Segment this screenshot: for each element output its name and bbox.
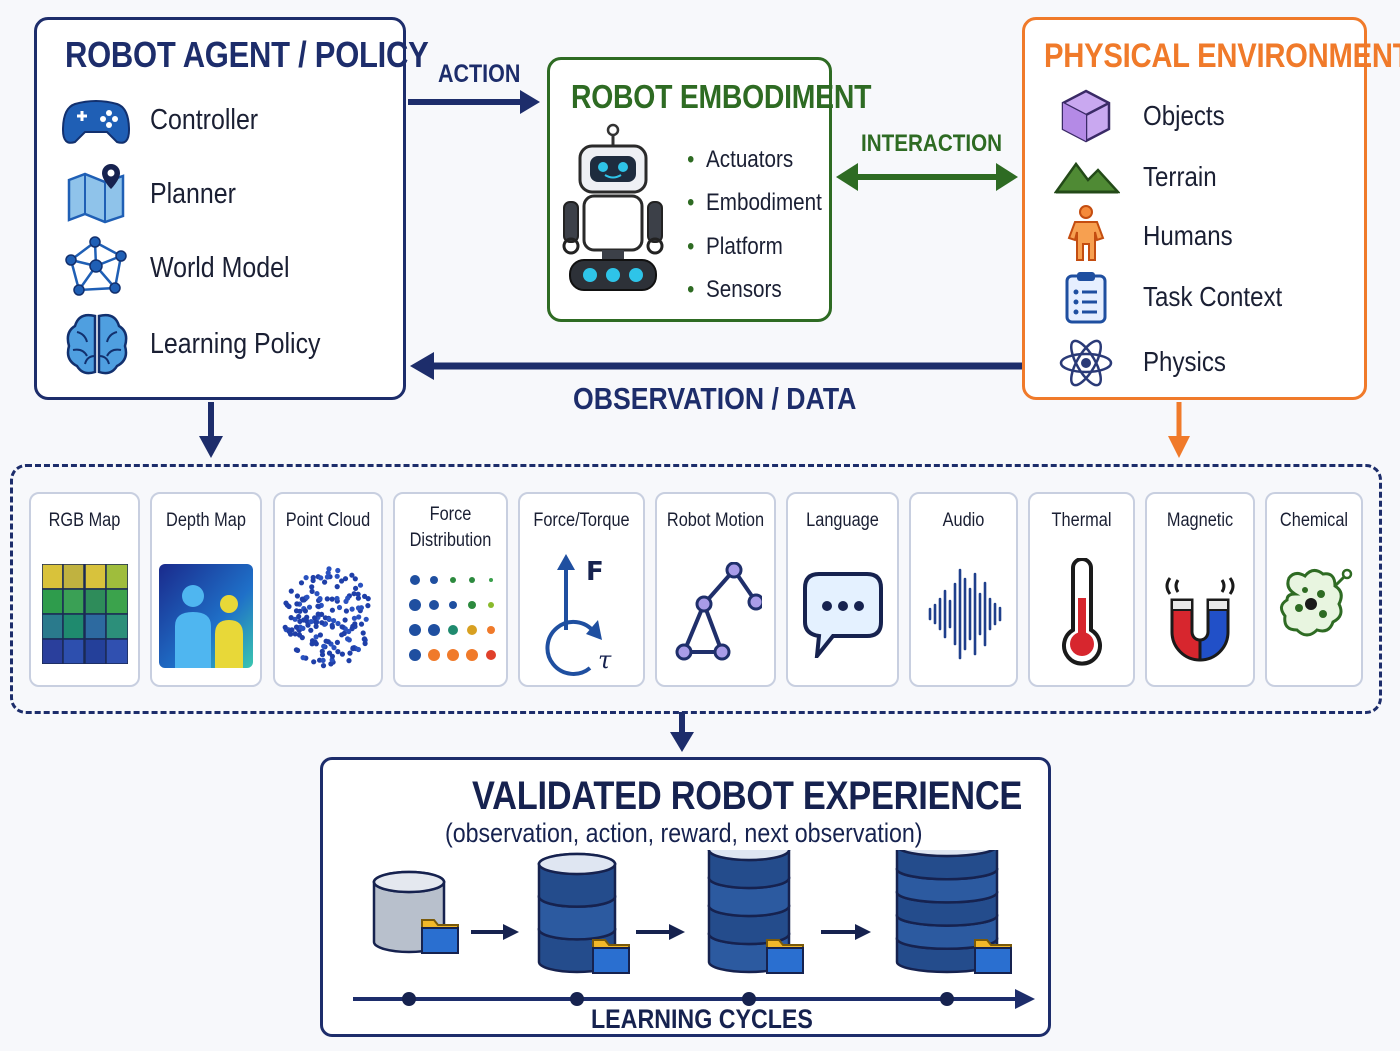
modalities-frame <box>10 464 1382 714</box>
agent-item-label: Controller <box>150 104 259 136</box>
speech-bubble-icon <box>802 572 883 658</box>
embodiment-title: ROBOT EMBODIMENT <box>571 78 872 115</box>
modality-card-point-cloud: Point Cloud <box>273 492 383 687</box>
magnet-icon <box>1165 577 1235 662</box>
agent-item-label: Learning Policy <box>150 328 321 360</box>
torque-symbol: τ <box>598 646 612 674</box>
environment-item-label: Objects <box>1143 100 1225 131</box>
timeline-nodes <box>402 992 954 1006</box>
modality-card-chemical: Chemical <box>1265 492 1363 687</box>
modality-card-audio: Audio <box>909 492 1018 687</box>
action-arrowhead <box>520 90 540 114</box>
modality-label: Depth Map <box>166 510 246 531</box>
map-pin-icon <box>67 164 125 224</box>
modality-label: RGB Map <box>48 510 121 531</box>
experience-title: VALIDATED ROBOT EXPERIENCE <box>472 774 1023 818</box>
mountain-icon <box>1054 161 1120 194</box>
learning-cycle-diagram <box>353 850 1035 1009</box>
modality-card-force-distribution: Force Distribution <box>393 492 508 687</box>
clipboard-icon <box>1065 272 1107 324</box>
kinematic-chain-icon <box>675 562 762 661</box>
learning-cycles-label: LEARNING CYCLES <box>591 1004 813 1034</box>
database-stack-icon <box>707 850 791 974</box>
modality-card-rgb-map: RGB Map <box>29 492 140 687</box>
person-icon <box>1067 205 1105 261</box>
depth-map-icon <box>159 564 253 668</box>
rgb-grid-icon <box>41 564 128 664</box>
environment-item-label: Task Context <box>1143 281 1283 312</box>
atom-icon <box>1059 339 1113 387</box>
environment-item-label: Physics <box>1143 346 1226 377</box>
molecule-icon <box>1280 568 1353 637</box>
modality-label: Thermal <box>1051 510 1112 531</box>
agent-item-label: Planner <box>150 178 236 210</box>
environment-title: PHYSICAL ENVIRONMENT <box>1044 37 1400 75</box>
modality-label: Audio <box>942 510 985 531</box>
embodiment-bullet: Actuators <box>687 146 793 174</box>
interaction-arrowhead-left <box>836 163 858 191</box>
embodiment-bullet: Embodiment <box>687 189 822 217</box>
interaction-label: INTERACTION <box>861 130 1003 157</box>
modality-label: Point Cloud <box>285 510 371 531</box>
agent-item-label: World Model <box>150 252 290 284</box>
environment-item-label: Terrain <box>1143 161 1217 192</box>
point-cloud-icon <box>282 566 371 669</box>
robot-icon <box>562 123 664 291</box>
modality-card-thermal: Thermal <box>1028 492 1135 687</box>
modality-label: Language <box>806 510 879 531</box>
gamepad-icon <box>61 100 131 144</box>
action-label: ACTION <box>438 60 521 88</box>
experience-down-arrow <box>670 712 694 752</box>
force-symbol: F <box>586 557 604 587</box>
agent-down-arrowhead <box>199 436 223 458</box>
modality-card-magnetic: Magnetic <box>1145 492 1255 687</box>
robot-embodiment-panel: ROBOT EMBODIMENT Actuators Embodiment Pl… <box>547 57 871 322</box>
modality-label: Robot Motion <box>666 510 765 531</box>
force-torque-icon: F τ <box>544 554 612 676</box>
env-down-arrowhead <box>1168 436 1190 458</box>
flow-arrows <box>199 90 1190 458</box>
modality-card-force-torque: Force/Torque F τ <box>518 492 645 687</box>
folder-icon <box>592 939 630 974</box>
modality-label: Force Distribution <box>409 504 492 551</box>
physical-environment-panel: PHYSICAL ENVIRONMENT Objects Terrain Hum… <box>1022 17 1400 400</box>
folder-icon <box>766 939 804 974</box>
observation-arrowhead <box>410 352 434 380</box>
embodiment-bullet: Sensors <box>687 276 782 304</box>
interaction-arrowhead-right <box>996 163 1018 191</box>
environment-item-label: Humans <box>1143 220 1233 251</box>
progression-arrows <box>471 924 871 940</box>
observation-label: OBSERVATION / DATA <box>573 381 857 416</box>
modality-label: Chemical <box>1279 510 1349 531</box>
modality-card-robot-motion: Robot Motion <box>655 492 776 687</box>
database-stack-icon <box>895 850 999 974</box>
thermometer-icon <box>1061 558 1102 666</box>
waveform-icon <box>928 568 1001 660</box>
agent-title: ROBOT AGENT / POLICY <box>65 34 429 75</box>
validated-experience-panel: VALIDATED ROBOT EXPERIENCE (observation,… <box>320 757 1051 1037</box>
cube-icon <box>1061 89 1111 143</box>
experience-subtitle: (observation, action, reward, next obser… <box>445 818 923 848</box>
brain-icon <box>66 313 128 375</box>
modality-card-language: Language <box>786 492 899 687</box>
timeline-arrowhead <box>1015 989 1035 1009</box>
database-stack-icon <box>537 852 617 974</box>
dot-matrix-icon <box>408 575 496 661</box>
folder-icon <box>421 919 459 954</box>
modality-card-depth-map: Depth Map <box>150 492 262 687</box>
folder-icon <box>974 939 1012 974</box>
modality-label: Magnetic <box>1166 510 1234 531</box>
network-graph-icon <box>65 236 127 296</box>
robot-agent-policy-panel: ROBOT AGENT / POLICY Controller Planner … <box>34 17 429 400</box>
modality-label: Force/Torque <box>533 510 630 531</box>
embodiment-bullet: Platform <box>687 233 783 261</box>
